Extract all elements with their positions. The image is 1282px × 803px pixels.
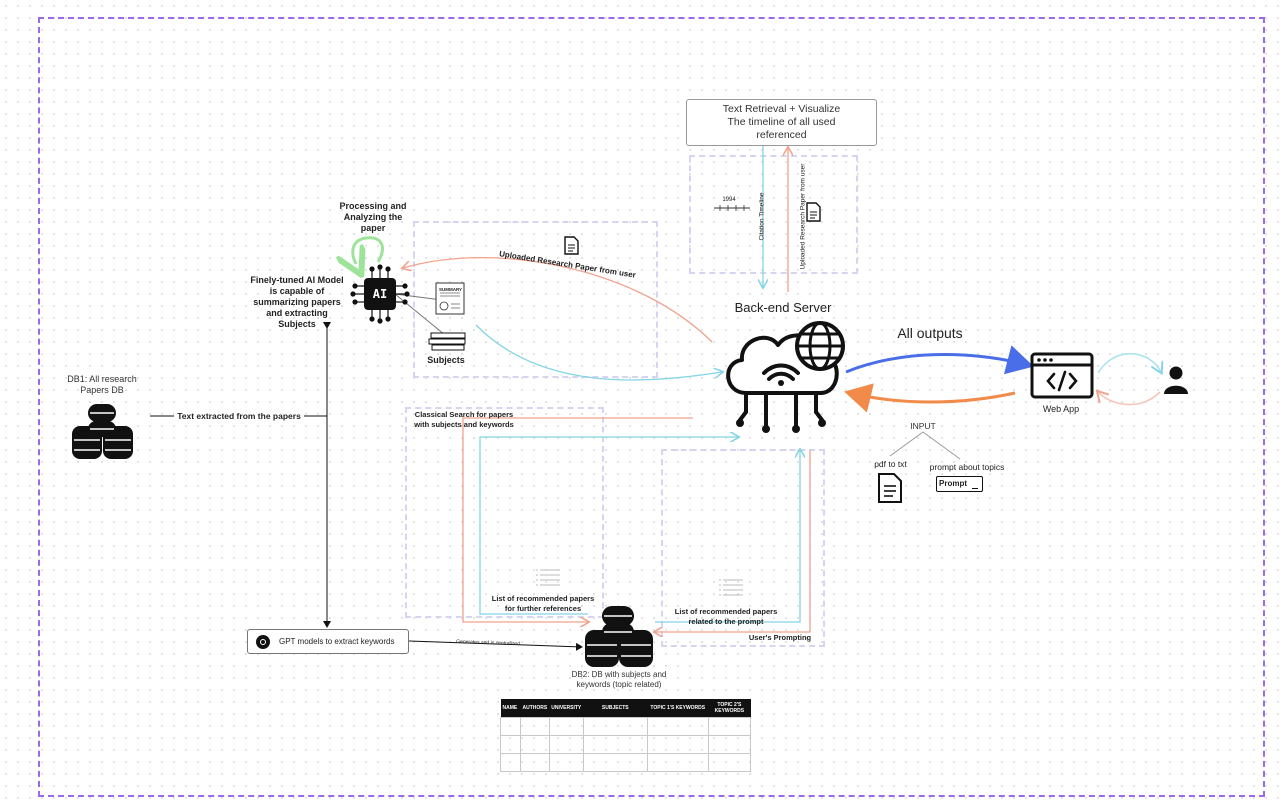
input-label: INPUT: [910, 421, 936, 431]
keywords-table: NAME AUTHORS UNIVERSITY SUBJECTS TOPIC 1…: [500, 699, 752, 772]
table-header-row: NAME AUTHORS UNIVERSITY SUBJECTS TOPIC 1…: [500, 699, 751, 718]
gpt-keywords-box: GPT models to extract keywords: [247, 629, 409, 654]
gpt-logo-inner: [260, 639, 266, 645]
document-icon: [806, 202, 821, 222]
list-prompt-label: List of recommended papers related to th…: [674, 607, 778, 626]
all-outputs-label: All outputs: [897, 325, 963, 341]
diagram-frame: [38, 17, 1265, 797]
subjects-books-icon: [428, 332, 466, 351]
gpt-label: GPT models to extract keywords: [279, 637, 395, 646]
list-icon: [719, 579, 743, 596]
timeline-group: [689, 155, 858, 274]
timeline-year: 1994: [722, 197, 736, 203]
text-retrieval-box: Text Retrieval + Visualize The timeline …: [686, 99, 877, 146]
list-icon: [536, 569, 560, 586]
table-header: NAME: [500, 699, 521, 718]
ai-chip-label: AI: [372, 287, 388, 301]
summary-label: SUMMARY: [438, 287, 463, 292]
document-icon: [564, 236, 579, 255]
users-prompting-label: User's Prompting: [748, 633, 812, 642]
subjects-label: Subjects: [427, 355, 465, 365]
prompt-results-group: [661, 449, 825, 647]
prompt-input-label: Prompt: [939, 479, 967, 488]
text-retrieval-label: Text Retrieval + Visualize The timeline …: [722, 103, 841, 141]
table-row: [500, 735, 752, 754]
table-row: [500, 717, 752, 736]
classical-search-group: [405, 407, 604, 618]
pdf-to-txt-label: pdf to txt: [874, 459, 907, 469]
table-header: TOPIC 2'S KEYWORDS: [708, 699, 751, 718]
table-row: [500, 753, 752, 772]
ai-model-label: Finely-tuned AI Model is capable of summ…: [250, 275, 344, 329]
ai-processing-group: [413, 221, 658, 378]
table-header: SUBJECTS: [583, 699, 648, 718]
table-header: TOPIC 1'S KEYWORDS: [647, 699, 709, 718]
processing-label: Processing and Analyzing the paper: [339, 201, 407, 233]
classical-search-label: Classical Search for papers with subject…: [414, 410, 514, 429]
prompt-about-topics-label: prompt about topics: [929, 462, 1005, 472]
web-app-label: Web App: [1042, 404, 1080, 414]
db2-label: DB2: DB with subjects and keywords (topi…: [571, 670, 667, 689]
cursor-underline: [972, 488, 978, 489]
prompt-input-icon: Prompt: [936, 476, 983, 492]
summary-document-icon: [435, 282, 465, 315]
table-header: AUTHORS: [520, 699, 550, 718]
backend-server-label: Back-end Server: [734, 300, 832, 315]
text-extracted-label: Text extracted from the papers: [174, 411, 304, 422]
list-further-refs-label: List of recommended papers for further r…: [491, 594, 595, 613]
globe-icon: [795, 321, 845, 371]
db1-label: DB1: All research Papers DB: [67, 374, 137, 395]
table-header: UNIVERSITY: [549, 699, 584, 718]
pdf-document-icon: [878, 473, 902, 503]
